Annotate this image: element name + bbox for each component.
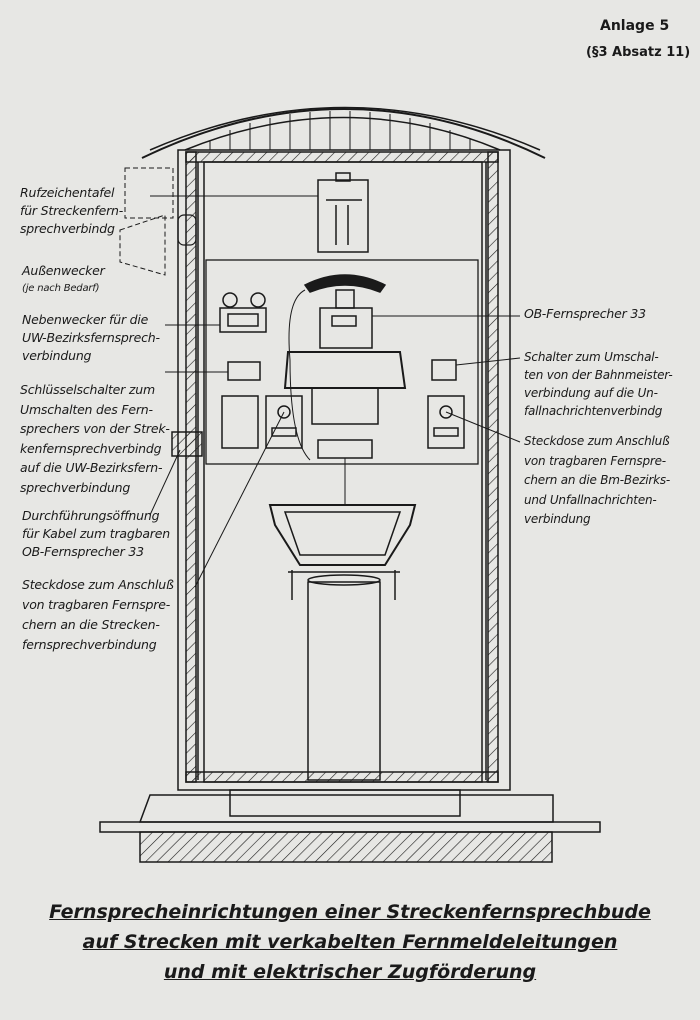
- label-line: OB-Fernsprecher 33: [524, 306, 646, 321]
- label-ob-fernsprecher: OB-Fernsprecher 33: [524, 305, 646, 323]
- label-steckdose-bm: Steckdose zum Anschluß von tragbaren Fer…: [524, 432, 670, 530]
- label-line: (je nach Bedarf): [22, 283, 100, 294]
- label-line: von tragbaren Fernspre-: [524, 453, 666, 468]
- label-line: von tragbaren Fernspre-: [22, 597, 171, 612]
- label-line: Steckdose zum Anschluß: [524, 434, 670, 448]
- label-line: und Unfallnachrichten-: [524, 492, 657, 507]
- paragraph-reference: (§3 Absatz 11): [586, 45, 691, 60]
- roof: [141, 106, 546, 159]
- socket-right: [427, 395, 465, 449]
- switch-right: [431, 359, 457, 381]
- label-line: verbindung auf die Un-: [524, 386, 658, 400]
- pedestal-column: [307, 574, 381, 781]
- leader-lines: [149, 195, 521, 588]
- drawing-title: Fernsprecheinrichtungen einer Streckenfe…: [0, 897, 700, 987]
- label-line: ten von der Bahnmeister-: [524, 368, 673, 382]
- label-line: auf die UW-Bezirksfern-: [20, 460, 163, 475]
- label-line: für Kabel zum tragbaren: [22, 526, 170, 541]
- exterior-bell: [177, 214, 197, 246]
- ob-telephone: [283, 274, 407, 461]
- label-line: Umschalten des Fern-: [20, 401, 153, 417]
- title-line: auf Strecken mit verkabelten Fernmeldele…: [82, 931, 618, 953]
- label-schluesselschalter: Schlüsselschalter zum Umschalten des Fer…: [20, 380, 170, 497]
- panel-box: [221, 395, 259, 449]
- label-rufzeichentafel: Rufzeichentafel für Streckenfern- sprech…: [20, 184, 123, 238]
- label-aussenwecker: Außenwecker (je nach Bedarf): [22, 262, 105, 298]
- label-line: chern an die Strecken-: [22, 617, 160, 632]
- label-line: chern an die Bm-Bezirks-: [524, 473, 671, 487]
- label-nebenwecker: Nebenwecker für die UW-Bezirksfernsprech…: [22, 311, 160, 365]
- label-line: für Streckenfern-: [20, 203, 124, 218]
- label-line: Nebenwecker für die: [22, 312, 149, 327]
- label-steckdose-strecke: Steckdose zum Anschluß von tragbaren Fer…: [22, 575, 174, 655]
- title-line: und mit elektrischer Zugförderung: [163, 961, 537, 983]
- label-line: Außenwecker: [22, 263, 105, 278]
- label-line: sprechverbindg: [20, 221, 115, 236]
- exterior-signal-board: [119, 167, 174, 276]
- label-line: Schlüsselschalter zum: [20, 382, 155, 397]
- label-line: Steckdose zum Anschluß: [22, 577, 174, 592]
- phone-shelf: [268, 504, 417, 600]
- label-line: Durchführungsöffnung: [22, 508, 160, 523]
- label-line: Rufzeichentafel: [20, 185, 115, 200]
- label-line: sprechers von der Strek-: [20, 421, 170, 436]
- call-sign-board: [317, 172, 369, 253]
- appendix-number: Anlage 5: [600, 18, 670, 34]
- label-line: fernsprechverbindung: [22, 637, 157, 652]
- booth-walls: [177, 149, 511, 791]
- label-line: verbindung: [22, 348, 92, 363]
- foundation: [99, 789, 601, 863]
- label-schalter: Schalter zum Umschal- ten von der Bahnme…: [524, 348, 673, 420]
- label-line: UW-Bezirksfernsprech-: [22, 330, 160, 345]
- label-line: verbindung: [524, 512, 591, 526]
- label-line: OB-Fernsprecher 33: [22, 544, 144, 559]
- junction-box: [317, 439, 373, 459]
- label-line: Schalter zum Umschal-: [524, 350, 659, 364]
- label-line: kenfernsprechverbindg: [20, 440, 162, 456]
- socket-left: [265, 395, 303, 449]
- equipment-panel: [205, 259, 479, 465]
- title-line: Fernsprecheinrichtungen einer Streckenfe…: [49, 901, 651, 923]
- extension-bell: [219, 292, 267, 333]
- cable-passage: [171, 431, 203, 457]
- label-durchfuehrung: Durchführungsöffnung für Kabel zum tragb…: [22, 507, 170, 561]
- label-line: sprechverbindung: [20, 479, 131, 495]
- label-line: fallnachrichtenverbindg: [524, 404, 663, 418]
- key-switch: [227, 361, 261, 381]
